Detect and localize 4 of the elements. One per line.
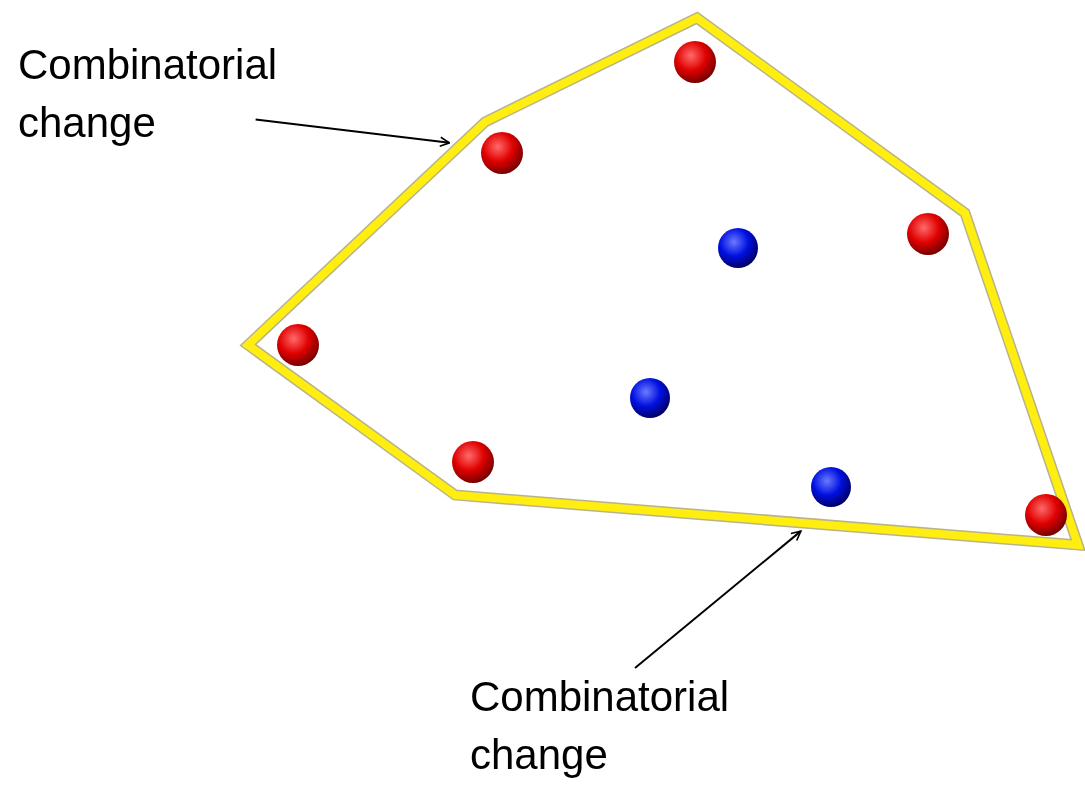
leader-arrow — [254, 118, 451, 148]
leader-arrow — [634, 530, 802, 669]
callout-text: Combinatorial change — [18, 40, 279, 148]
callout-text: Combinatorial change — [470, 672, 731, 780]
